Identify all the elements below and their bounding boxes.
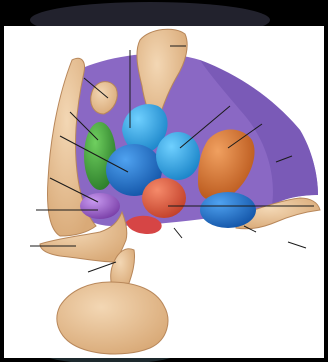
red-orange-structure [142, 178, 186, 218]
violet-small-structure [80, 193, 120, 219]
light-blue-right-structure [156, 132, 200, 180]
bottom-round-gland [57, 282, 168, 354]
blue-lower-structure [200, 192, 256, 228]
